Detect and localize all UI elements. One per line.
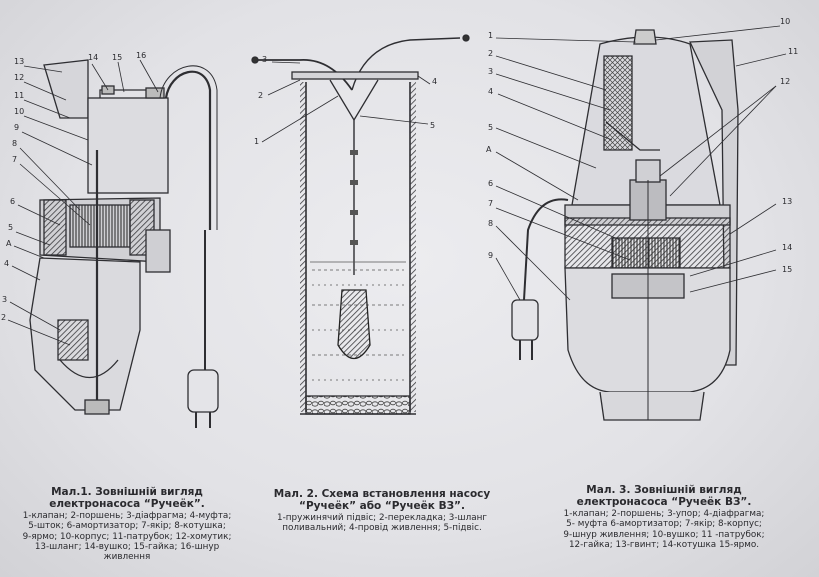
figure-3-caption: Мал. 3. Зовнішній вигляд електронасоса “… [538,484,790,550]
fig3-label-1: 1 [488,31,493,40]
fig1-label-14: 14 [88,53,98,62]
fig1-label-2: 2 [1,313,6,322]
fig1-label-7: 7 [12,155,17,164]
fig1-label-4: 4 [4,259,9,268]
figure-1-pump-cross-section: 13 12 11 10 9 8 7 6 5 А 4 3 2 14 15 16 [1,51,219,428]
fig1-label-5: 5 [8,223,13,232]
figure-1-legend-line: 5-шток; 6-амортизатор; 7-якір; 8-котушка… [28,521,226,532]
figure-3-pump-vz: 1 2 3 4 5 А 6 7 8 9 10 11 12 13 14 15 [486,17,798,421]
fig2-label-1: 1 [254,137,259,146]
fig3-label-11: 11 [788,47,798,56]
fig1-label-8: 8 [12,139,17,148]
fig1-label-12: 12 [14,73,24,82]
fig3-label-13: 13 [782,197,792,206]
figure-1-caption: Мал.1. Зовнішній вигляд електронасоса “Р… [14,486,240,563]
fig1-label-9: 9 [14,123,19,132]
figure-1-title-line2: електронасоса “Ручеёк”. [49,498,205,511]
fig3-label-6: 6 [488,179,493,188]
figure-3-legend-line: 9-шнур живлення; 10-вушко; 11 -патрубок; [563,529,765,540]
fig2-label-4: 4 [432,77,437,86]
fig1-label-11: 11 [14,91,24,100]
fig2-label-2: 2 [258,91,263,100]
fig3-label-12: 12 [780,77,790,86]
fig1-label-a: А [6,239,12,248]
figure-2-legend-line: поливальний; 4-провід живлення; 5-підвіс… [282,523,482,534]
figure-3-legend-line: 12-гайка; 13-гвинт; 14-котушка 15-ярмо. [568,539,760,550]
fig1-label-3: 3 [2,295,7,304]
fig3-label-9: 9 [488,251,493,260]
figure-3-title-line1: Мал. 3. Зовнішній вигляд [586,484,742,496]
figure-1-legend-line: 9-ярмо; 10-корпус; 11-патрубок; 12-хомут… [22,531,232,542]
figure-3-legend-line: 5- муфта 6-амортизатор; 7-якір; 8-корпус… [566,519,762,530]
fig3-label-3: 3 [488,67,493,76]
figure-2-well-installation: 3 2 1 4 5 [251,34,470,415]
fig3-label-8: 8 [488,219,493,228]
figure-1-legend-line: 1-клапан; 2-поршень; 3-діафрагма; 4-муфт… [22,510,232,521]
figure-2-title-line1: Мал. 2. Схема встановлення насосу [273,488,491,500]
figure-1-legend-line: живлення [103,552,151,563]
fig3-label-a: А [486,145,492,154]
fig1-label-10: 10 [14,107,24,116]
fig3-label-5: 5 [488,123,493,132]
figure-1-title-line1: Мал.1. Зовнішній вигляд [51,486,203,498]
fig3-label-7: 7 [488,199,493,208]
fig3-label-15: 15 [782,265,792,274]
figure-3-title-line2: електронасоса “Ручеёк ВЗ”. [576,496,752,509]
figure-3-legend-line: 1-клапан; 2-поршень; 3-упор; 4-діафрагма… [563,508,765,519]
fig3-label-14: 14 [782,243,792,252]
figure-2-legend-line: 1-пружинячий підвіс; 2-перекладка; 3-шла… [277,512,487,523]
fig1-label-6: 6 [10,197,15,206]
fig1-label-16: 16 [136,51,146,60]
fig1-label-13: 13 [14,57,24,66]
figure-1-legend-line: 13-шланг; 14-вушко; 15-гайка; 16-шнур [34,541,220,552]
fig2-label-5: 5 [430,121,435,130]
figure-2-caption: Мал. 2. Схема встановлення насосу “Ручеё… [262,488,502,534]
fig1-label-15: 15 [112,53,122,62]
fig3-label-2: 2 [488,49,493,58]
figure-2-title-line2: “Ручеёк” або “Ручеёк ВЗ”. [299,500,465,513]
fig3-label-10: 10 [780,17,790,26]
fig3-label-4: 4 [488,87,493,96]
fig2-label-3: 3 [262,55,267,64]
